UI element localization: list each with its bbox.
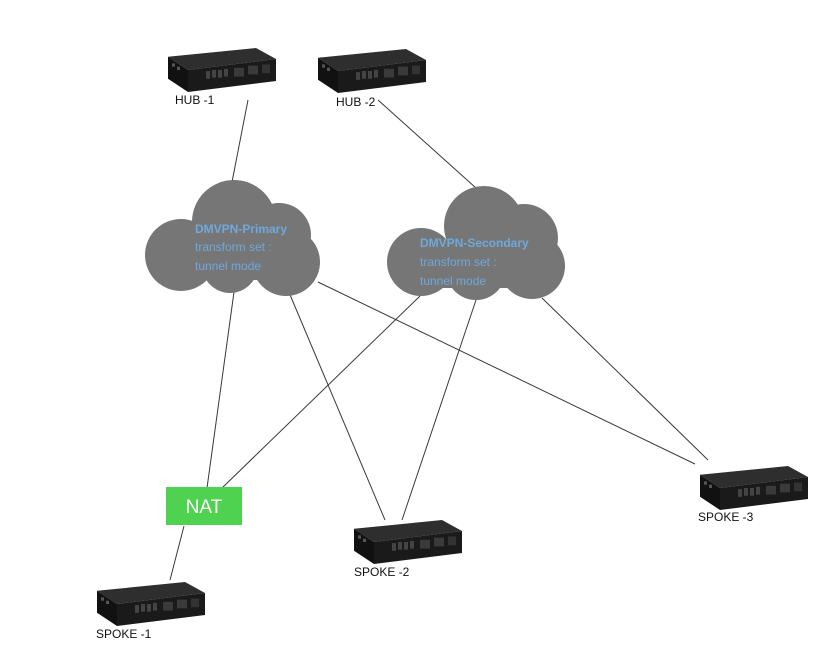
link-primary-spoke3 <box>317 281 696 465</box>
node-spoke3: SPOKE -3 <box>698 466 808 524</box>
link-hub2-secondary <box>377 99 477 189</box>
router-icon <box>354 520 462 564</box>
router-icon <box>97 582 205 626</box>
cloud-primary-line2: tunnel mode <box>195 259 261 273</box>
router-icon <box>318 49 426 93</box>
cloud-secondary-line1: transform set : <box>420 255 497 269</box>
cloud-primary-title: DMVPN-Primary <box>195 222 287 236</box>
router-icon <box>168 48 276 92</box>
cloud-dmvpn-secondary: DMVPN-Secondary transform set : tunnel m… <box>387 186 565 300</box>
node-spoke2: SPOKE -2 <box>354 520 462 579</box>
node-hub1: HUB -1 <box>168 48 276 107</box>
cloud-icon <box>145 180 320 296</box>
spoke2-label: SPOKE -2 <box>354 565 410 579</box>
hub2-label: HUB -2 <box>336 95 376 109</box>
spoke3-label: SPOKE -3 <box>698 510 754 524</box>
cloud-icon <box>387 186 565 300</box>
nat-rect <box>166 487 242 525</box>
nat-box: NAT <box>166 487 242 525</box>
cloud-dmvpn-primary: DMVPN-Primary transform set : tunnel mod… <box>145 180 320 296</box>
link-secondary-spoke2 <box>401 299 477 521</box>
hub1-label: HUB -1 <box>175 93 215 107</box>
spoke1-label: SPOKE -1 <box>96 627 152 641</box>
link-primary-spoke2 <box>287 289 386 521</box>
links <box>169 99 709 581</box>
node-hub2: HUB -2 <box>318 49 426 109</box>
cloud-secondary-line2: tunnel mode <box>420 274 486 288</box>
link-hub1-primary <box>231 99 249 183</box>
link-nat-spoke1 <box>169 525 185 581</box>
cloud-secondary-title: DMVPN-Secondary <box>420 236 529 250</box>
link-primary-nat <box>206 291 235 489</box>
router-icon <box>700 466 808 510</box>
nat-label: NAT <box>186 497 223 518</box>
link-secondary-nat <box>221 295 421 489</box>
link-secondary-spoke3 <box>541 297 709 461</box>
cloud-primary-line1: transform set : <box>195 240 272 254</box>
node-spoke1: SPOKE -1 <box>96 582 205 641</box>
